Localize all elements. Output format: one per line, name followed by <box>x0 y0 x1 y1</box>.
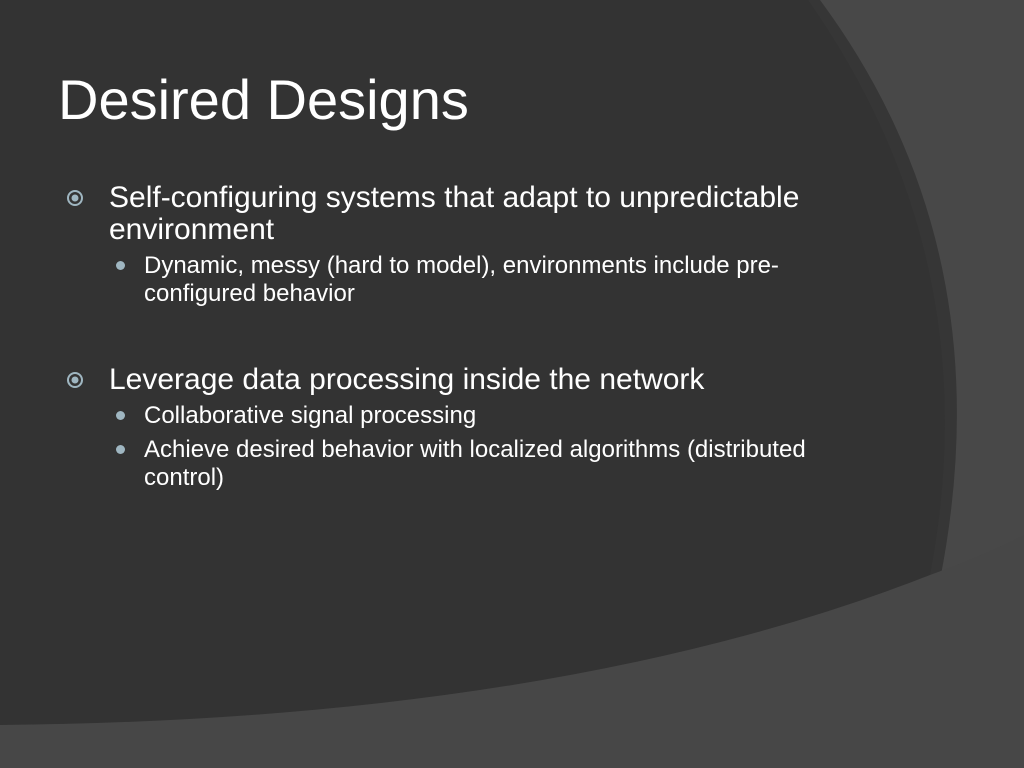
sub-bullet-list: Collaborative signal processing Achieve … <box>109 402 866 492</box>
bullet-item: Leverage data processing inside the netw… <box>66 364 866 492</box>
sub-bullet-text: Collaborative signal processing <box>144 402 477 429</box>
circled-dot-icon <box>67 372 83 388</box>
filled-circle-icon <box>116 445 125 454</box>
sub-bullet-list: Dynamic, messy (hard to model), environm… <box>109 252 866 308</box>
sub-bullet-item: Achieve desired behavior with localized … <box>109 436 866 492</box>
slide-title: Desired Designs <box>58 68 469 131</box>
sub-bullet-item: Collaborative signal processing <box>109 402 866 430</box>
bullet-text: Leverage data processing inside the netw… <box>109 363 705 396</box>
bullet-spacer <box>66 324 866 364</box>
background-bottom-swoosh <box>0 535 1024 768</box>
sub-bullet-text: Dynamic, messy (hard to model), environm… <box>144 252 779 307</box>
filled-circle-icon <box>116 411 125 420</box>
sub-bullet-text: Achieve desired behavior with localized … <box>144 436 806 491</box>
bullet-item: Self-configuring systems that adapt to u… <box>66 182 866 308</box>
slide-content: Self-configuring systems that adapt to u… <box>66 182 866 508</box>
sub-bullet-item: Dynamic, messy (hard to model), environm… <box>109 252 866 308</box>
bullet-text: Self-configuring systems that adapt to u… <box>109 181 800 246</box>
circled-dot-icon <box>67 190 83 206</box>
background-main-panel <box>0 0 945 725</box>
filled-circle-icon <box>116 261 125 270</box>
